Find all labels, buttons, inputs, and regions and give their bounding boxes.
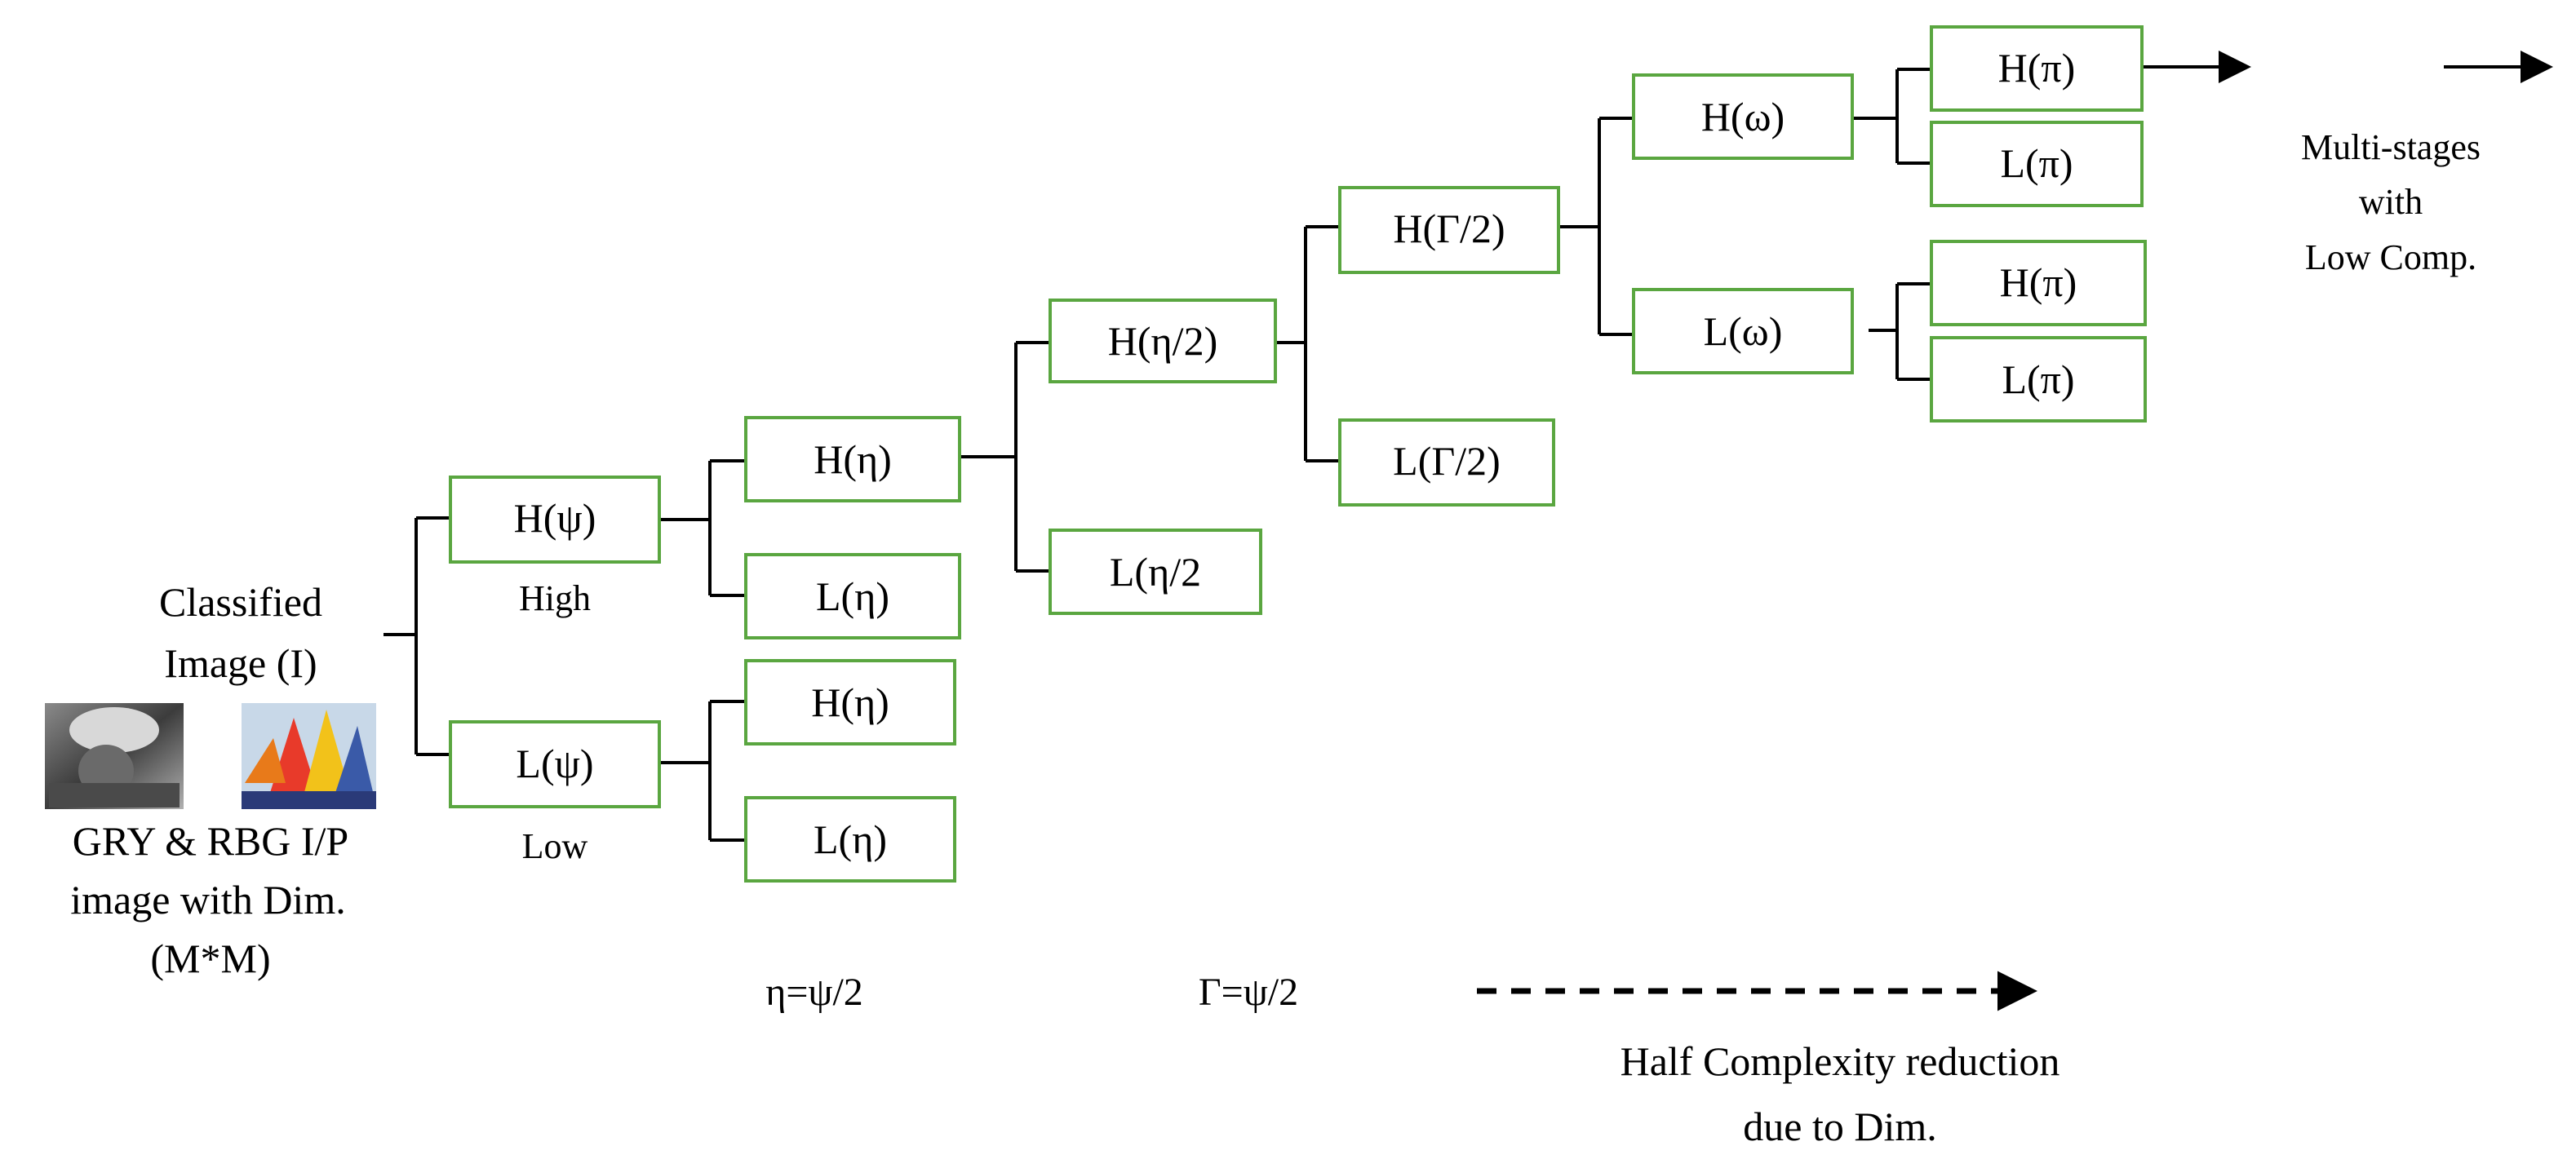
box-h-psi-label: H(ψ)	[514, 495, 596, 541]
box-l-gamma-half: L(Γ/2)	[1338, 418, 1555, 507]
box-l-eta-top-label: L(η)	[816, 573, 889, 619]
box-h-omega: H(ω)	[1632, 73, 1854, 160]
box-h-eta-half-label: H(η/2)	[1108, 318, 1217, 364]
connector-lines	[384, 68, 1930, 842]
box-h-gamma-half: H(Γ/2)	[1338, 186, 1560, 274]
reduction-line1: Half Complexity reduction	[1621, 1038, 2060, 1084]
grayscale-image-thumbnail	[45, 703, 184, 809]
label-high: High	[519, 578, 591, 618]
box-l-pi-1: L(π)	[1930, 121, 2144, 207]
box-l-eta-bottom-label: L(η)	[814, 816, 887, 862]
box-h-eta-bottom: H(η)	[744, 659, 956, 745]
box-l-eta-bottom: L(η)	[744, 796, 956, 883]
input-title-line1: Classified	[159, 579, 322, 625]
box-h-pi-1: H(π)	[1930, 25, 2144, 112]
box-l-psi-label: L(ψ)	[516, 741, 593, 786]
label-low: Low	[522, 826, 588, 866]
formula-gamma: Γ=ψ/2	[1199, 971, 1298, 1014]
multistage-line2: with	[2359, 182, 2423, 222]
box-h-gamma-half-label: H(Γ/2)	[1393, 206, 1505, 251]
color-image-thumbnail	[242, 703, 376, 809]
box-l-omega-label: L(ω)	[1704, 308, 1783, 354]
multistage-line3: Low Comp.	[2305, 237, 2476, 277]
formula-eta: η=ψ/2	[765, 971, 863, 1014]
box-h-pi-2-label: H(π)	[2000, 259, 2077, 305]
box-h-eta-half: H(η/2)	[1049, 299, 1277, 383]
box-h-eta-top: H(η)	[744, 416, 961, 502]
input-caption-line2: image with Dim.	[70, 877, 345, 922]
box-l-psi: L(ψ)	[449, 720, 661, 808]
reduction-line2: due to Dim.	[1743, 1104, 1936, 1149]
box-h-pi-1-label: H(π)	[1998, 45, 2076, 91]
box-l-gamma-half-label: L(Γ/2)	[1393, 438, 1501, 484]
box-l-omega: L(ω)	[1632, 288, 1854, 374]
box-l-pi-1-label: L(π)	[2000, 140, 2073, 186]
box-h-omega-label: H(ω)	[1701, 94, 1785, 139]
box-h-eta-top-label: H(η)	[814, 436, 892, 482]
box-h-psi: H(ψ)	[449, 476, 661, 564]
multistage-line1: Multi-stages	[2301, 127, 2481, 167]
box-h-pi-2: H(π)	[1930, 240, 2147, 326]
box-h-eta-bottom-label: H(η)	[811, 679, 889, 725]
box-l-pi-2-label: L(π)	[2002, 356, 2074, 402]
box-l-eta-top: L(η)	[744, 553, 961, 639]
input-caption-line3: (M*M)	[150, 936, 270, 981]
box-l-pi-2: L(π)	[1930, 336, 2147, 423]
box-l-eta-half-label: L(η/2	[1110, 549, 1201, 595]
input-caption-line1: GRY & RBG I/P	[73, 818, 349, 864]
box-l-eta-half: L(η/2	[1049, 529, 1262, 615]
input-title-line2: Image (I)	[164, 640, 317, 686]
